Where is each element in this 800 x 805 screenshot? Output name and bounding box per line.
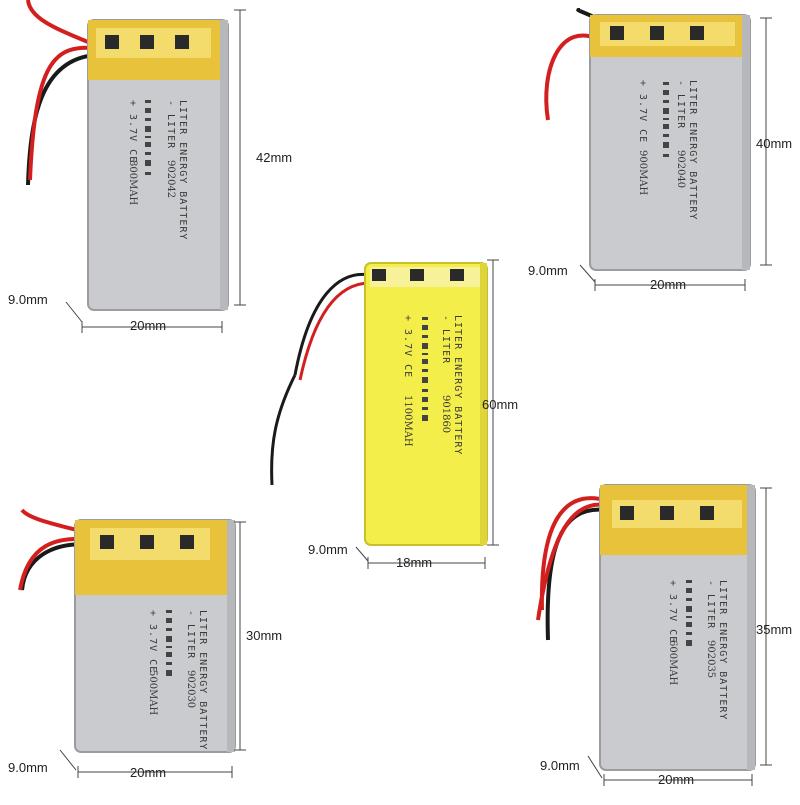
thickness-label: 9.0mm [8, 292, 48, 307]
red-wire [544, 33, 601, 121]
height-label: 40mm [756, 136, 793, 151]
brand-text: LITER ENERGY BATTERY [177, 100, 188, 240]
capacity-text: 1100MAH [402, 395, 413, 447]
brand-text: LITER ENERGY BATTERY [687, 80, 698, 220]
thickness-label: 9.0mm [528, 263, 568, 278]
model-text: 902035 [705, 640, 716, 678]
brand-text: LITER ENERGY BATTERY [197, 610, 208, 750]
capacity-text: 800MAH [127, 160, 138, 206]
volt-text: + 3.7V CE [402, 315, 413, 378]
battery-902035-image: LITER ENERGY BATTERY - LITER + 3.7V CE 9… [536, 484, 772, 786]
sub-text: - LITER [675, 80, 686, 129]
model-text: 902040 [675, 150, 686, 188]
volt-text: + 3.7V CE [127, 100, 138, 163]
battery-902040: LITER ENERGY BATTERY - LITER + 3.7V CE 9… [520, 8, 800, 300]
width-label: 20mm [130, 765, 167, 780]
battery-902040-image: LITER ENERGY BATTERY - LITER + 3.7V CE 9… [544, 8, 772, 291]
battery-902035: LITER ENERGY BATTERY - LITER + 3.7V CE 9… [520, 460, 800, 800]
sub-text: - LITER [440, 315, 451, 364]
black-wire [26, 53, 96, 186]
volt-text: + 3.7V CE [637, 80, 648, 143]
thickness-label: 9.0mm [308, 542, 348, 557]
capacity-text: 900MAH [637, 150, 648, 196]
battery-902030-image: LITER ENERGY BATTERY - LITER + 3.7V CE 9… [18, 508, 246, 778]
brand-text: LITER ENERGY BATTERY [452, 315, 463, 455]
model-text: 901860 [440, 395, 451, 433]
model-text: 902030 [185, 670, 196, 708]
model-text: 902042 [165, 160, 176, 198]
capacity-text: 500MAH [147, 670, 158, 716]
black-wire [293, 272, 371, 376]
brand-text: LITER ENERGY BATTERY [717, 580, 728, 720]
sub-text: - LITER [705, 580, 716, 629]
pouch-body [364, 262, 488, 546]
battery-901860: LITER ENERGY BATTERY - LITER + 3.7V CE 9… [260, 255, 550, 575]
battery-902042: LITER ENERGY BATTERY - LITER + 3.7V CE 9… [0, 0, 300, 340]
height-label: 30mm [246, 628, 283, 643]
red-wire [26, 0, 96, 47]
red-wire [539, 496, 606, 611]
width-label: 18mm [396, 555, 433, 570]
height-label: 35mm [756, 622, 793, 637]
red-wire [298, 281, 371, 381]
height-label: 60mm [482, 397, 519, 412]
battery-901860-image: LITER ENERGY BATTERY - LITER + 3.7V CE 9… [270, 259, 499, 569]
battery-902030: LITER ENERGY BATTERY - LITER + 3.7V CE 9… [0, 508, 300, 800]
thickness-label: 9.0mm [8, 760, 48, 775]
width-label: 20mm [650, 277, 687, 292]
width-label: 20mm [658, 772, 695, 787]
sub-text: - LITER [185, 610, 196, 659]
black-wire [545, 507, 606, 641]
thickness-label: 9.0mm [540, 758, 580, 773]
volt-text: + 3.7V CE [667, 580, 678, 643]
height-label: 42mm [256, 150, 293, 165]
battery-902042-image: LITER ENERGY BATTERY - LITER + 3.7V CE 9… [26, 0, 246, 333]
capacity-text: 600MAH [667, 640, 678, 686]
volt-text: + 3.7V CE [147, 610, 158, 673]
sub-text: - LITER [165, 100, 176, 149]
width-label: 20mm [130, 318, 167, 333]
